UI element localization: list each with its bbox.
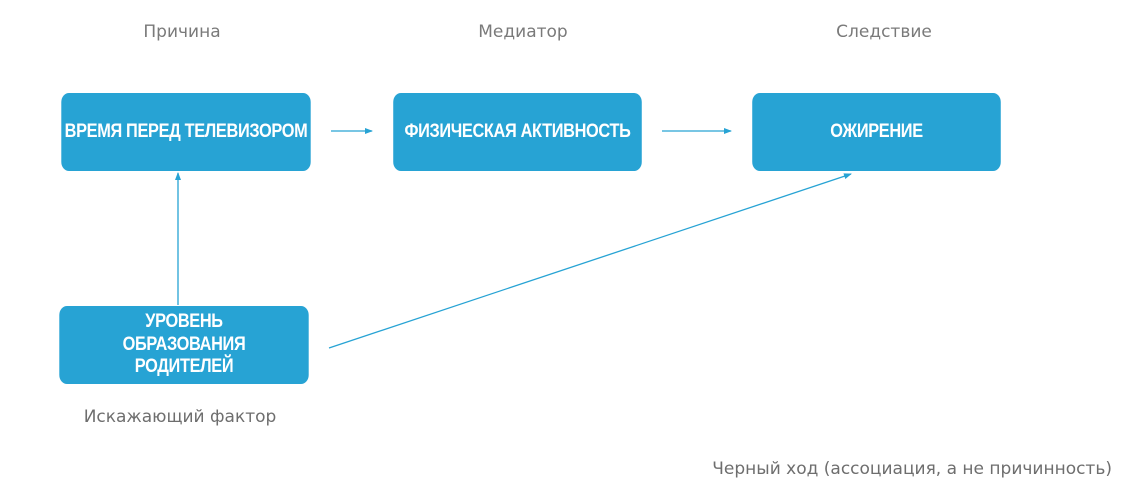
node-obesity: ОЖИРЕНИЕ xyxy=(752,93,1001,171)
node-tv-time-label: ВРЕМЯ ПЕРЕД ТЕЛЕВИЗОРОМ xyxy=(64,120,308,142)
column-label-mediator: Медиатор xyxy=(478,22,568,42)
column-label-effect: Следствие xyxy=(836,22,932,42)
node-physical-activity-label: ФИЗИЧЕСКАЯ АКТИВНОСТЬ xyxy=(404,120,631,142)
arrow-education-to-obesity xyxy=(328,173,852,349)
backdoor-label: Черный ход (ассоциация, а не причинность… xyxy=(712,459,1112,479)
node-parent-education-label: УРОВЕНЬ ОБРАЗОВАНИЯ РОДИТЕЛЕЙ xyxy=(122,310,246,378)
node-parent-education: УРОВЕНЬ ОБРАЗОВАНИЯ РОДИТЕЛЕЙ xyxy=(59,306,309,384)
node-tv-time: ВРЕМЯ ПЕРЕД ТЕЛЕВИЗОРОМ xyxy=(61,93,311,171)
column-label-cause: Причина xyxy=(143,22,221,42)
node-physical-activity: ФИЗИЧЕСКАЯ АКТИВНОСТЬ xyxy=(393,93,642,171)
node-obesity-label: ОЖИРЕНИЕ xyxy=(830,120,923,142)
confounder-label: Искажающий фактор xyxy=(83,407,277,427)
